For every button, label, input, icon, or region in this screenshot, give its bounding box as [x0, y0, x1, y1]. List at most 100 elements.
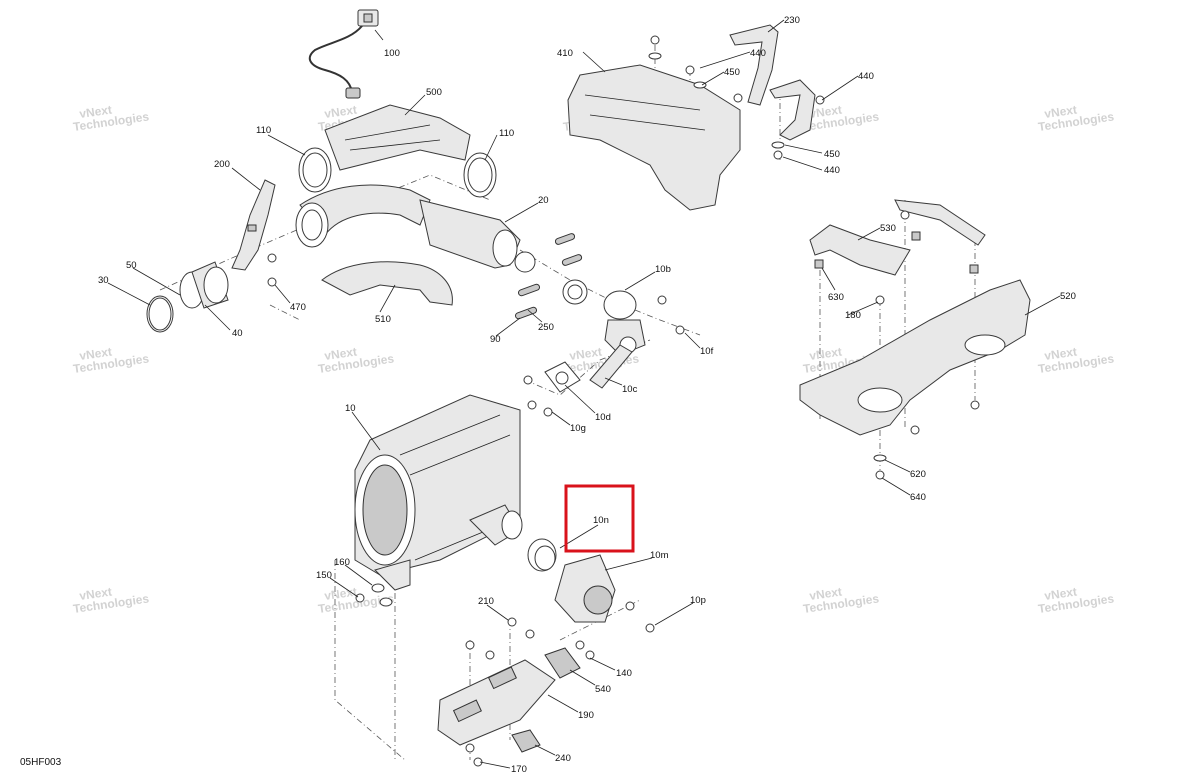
- flange-10b: [603, 290, 646, 356]
- callout-10: 10: [345, 403, 356, 414]
- callout-620: 620: [910, 469, 926, 480]
- muffler-10: [354, 394, 523, 591]
- callout-10p: 10p: [690, 595, 706, 606]
- o-ring-30: [146, 295, 174, 333]
- callout-540: 540: [595, 684, 611, 695]
- svg-text:vNext: vNext: [1043, 585, 1077, 603]
- diagram-code: 05HF003: [20, 757, 62, 768]
- leader-lines: [107, 19, 1061, 769]
- callout-230: 230: [784, 15, 800, 26]
- watermark: vNext Technologies: [317, 345, 395, 376]
- heat-shield-520: [799, 279, 1031, 436]
- callout-110: 110: [256, 125, 271, 136]
- callout-520: 520: [1060, 291, 1076, 302]
- callout-630: 630: [828, 292, 844, 303]
- callout-10m: 10m: [650, 550, 669, 561]
- callout-640: 640: [910, 492, 926, 503]
- svg-text:vNext: vNext: [323, 103, 357, 121]
- svg-text:vNext: vNext: [1043, 345, 1077, 363]
- watermark: vNext Technologies: [1037, 103, 1115, 134]
- highlight-box: [564, 484, 635, 553]
- bolt-470: [267, 253, 277, 287]
- callout-440: 440: [824, 165, 840, 176]
- svg-text:vNext: vNext: [323, 585, 357, 603]
- bolt-150: [355, 593, 365, 603]
- bracket-190: [437, 659, 556, 746]
- washer-160: [371, 583, 393, 607]
- heat-shield-upper: [324, 104, 471, 171]
- gasket-10d: [544, 361, 581, 393]
- tail-outlet-10m: [554, 554, 616, 623]
- sleeve-40: [179, 261, 229, 309]
- ring-10n: [527, 538, 557, 572]
- fasteners-top: [648, 35, 825, 160]
- callout-10g: 10g: [570, 423, 586, 434]
- svg-text:vNext: vNext: [808, 585, 842, 603]
- callout-10f: 10f: [700, 346, 714, 357]
- callout-110: 110: [499, 128, 514, 139]
- watermark: vNext Technologies: [317, 585, 395, 616]
- callout-200: 200: [214, 159, 230, 170]
- callout-450: 450: [724, 67, 740, 78]
- bracket-200: [231, 179, 276, 271]
- callout-labels: 100 500 110 110 200 20 50 30 40 470 510 …: [98, 15, 1076, 775]
- watermark: vNext Technologies: [1037, 345, 1115, 376]
- gasket-10c-ring: [562, 279, 588, 305]
- bolt-10p: [625, 601, 655, 633]
- callout-100: 100: [384, 48, 400, 59]
- catalytic-converter: [419, 199, 536, 273]
- callout-530: 530: [880, 223, 896, 234]
- callout-410: 410: [557, 48, 573, 59]
- callout-50: 50: [126, 260, 137, 271]
- svg-text:vNext: vNext: [1043, 103, 1077, 121]
- bolts-210: [465, 617, 535, 660]
- svg-text:vNext: vNext: [808, 103, 842, 121]
- callout-440: 440: [750, 48, 766, 59]
- bracket-530: [809, 199, 986, 276]
- rubber-540: [544, 647, 581, 679]
- callout-240: 240: [555, 753, 571, 764]
- callout-470: 470: [290, 302, 306, 313]
- watermark: vNext Technologies: [802, 585, 880, 616]
- callout-450: 450: [824, 149, 840, 160]
- svg-text:vNext: vNext: [78, 585, 112, 603]
- watermark: vNext Technologies: [72, 585, 150, 616]
- callout-180: 180: [845, 310, 861, 321]
- callout-440: 440: [858, 71, 874, 82]
- svg-text:vNext: vNext: [78, 103, 112, 121]
- callout-190: 190: [578, 710, 594, 721]
- rubber-240: [511, 729, 541, 753]
- watermark: vNext Technologies: [72, 345, 150, 376]
- callout-90: 90: [490, 334, 501, 345]
- callout-210: 210: [478, 596, 494, 607]
- callout-10c: 10c: [622, 384, 638, 395]
- watermark: vNext Technologies: [1037, 585, 1115, 616]
- callout-500: 500: [426, 87, 442, 98]
- callout-140: 140: [616, 668, 632, 679]
- callout-150: 150: [316, 570, 332, 581]
- oxygen-sensor: [308, 9, 379, 99]
- watermark: vNext Technologies: [72, 103, 150, 134]
- callout-250: 250: [538, 322, 554, 333]
- clamp-left: [298, 147, 332, 193]
- callout-40: 40: [232, 328, 243, 339]
- svg-text:vNext: vNext: [78, 345, 112, 363]
- strap-lower: [769, 79, 816, 141]
- callout-160: 160: [334, 557, 350, 568]
- callout-10d: 10d: [595, 412, 611, 423]
- strap-230: [729, 24, 779, 106]
- callout-30: 30: [98, 275, 109, 286]
- callout-20: 20: [538, 195, 549, 206]
- svg-text:vNext: vNext: [568, 345, 602, 363]
- bolts-10f: [657, 295, 685, 335]
- callout-10n: 10n: [593, 515, 609, 526]
- springs: [514, 233, 583, 320]
- callout-10b: 10b: [655, 264, 671, 275]
- clamp-right: [463, 152, 497, 198]
- callout-170: 170: [511, 764, 527, 775]
- bolt-140: [575, 640, 595, 660]
- svg-text:vNext: vNext: [808, 345, 842, 363]
- nut-170: [465, 743, 483, 767]
- heat-shield-410: [567, 64, 741, 211]
